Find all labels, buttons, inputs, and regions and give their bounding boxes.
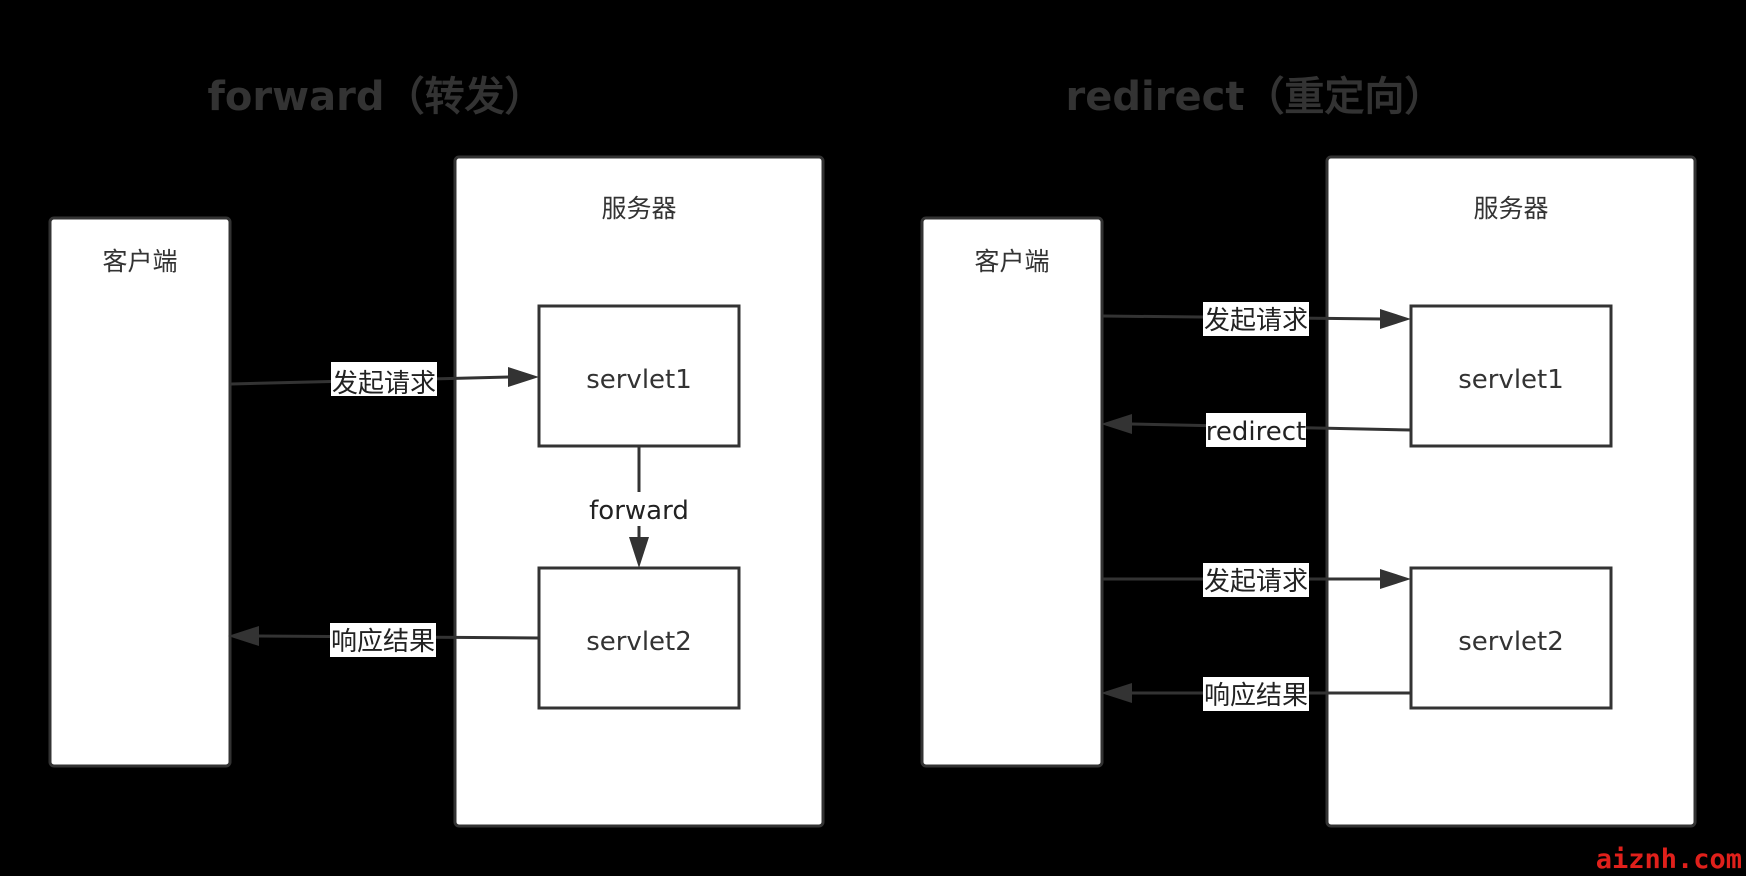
redirect-servlet1-box [1409,304,1613,448]
redirect-redirect-edge: redirect [1101,413,1412,447]
redirect-diagram: redirect（重定向） 客户端 服务器 servlet1 servlet2 … [920,74,1697,828]
forward-client-panel [48,216,232,768]
redirect-servlet2-label: servlet2 [1458,627,1564,657]
redirect-response-edge: 响应结果 [1101,677,1411,711]
forward-request-label: 发起请求 [332,369,436,399]
redirect-client-panel [920,216,1104,768]
redirect-servlet2-box [1409,566,1613,710]
redirect-request1-label: 发起请求 [1204,306,1308,336]
forward-forward-edge: forward [589,447,689,568]
redirect-redirect-label: redirect [1206,417,1306,447]
watermark-text: aiznh.com [1596,844,1742,875]
redirect-servlet1-label: servlet1 [1458,365,1564,395]
redirect-server-label: 服务器 [1473,194,1548,223]
forward-forward-label: forward [589,496,689,526]
redirect-title: redirect（重定向） [1066,74,1445,120]
forward-client-label: 客户端 [102,247,177,276]
redirect-request2-edge: 发起请求 [1103,563,1411,597]
forward-servlet1-label: servlet1 [586,365,692,395]
forward-response-edge: 响应结果 [228,623,540,657]
forward-servlet2-label: servlet2 [586,627,692,657]
redirect-client-label: 客户端 [974,247,1049,276]
forward-request-edge: 发起请求 [230,362,539,399]
forward-server-label: 服务器 [601,194,676,223]
redirect-server-panel [1325,155,1697,828]
redirect-response-label: 响应结果 [1204,681,1308,711]
forward-diagram: forward（转发） 客户端 服务器 servlet1 servlet2 发起… [48,74,825,828]
redirect-request1-edge: 发起请求 [1102,302,1411,336]
forward-servlet1-box [537,304,741,448]
forward-title: forward（转发） [208,74,545,120]
forward-response-label: 响应结果 [331,627,435,657]
redirect-request2-label: 发起请求 [1204,567,1308,597]
